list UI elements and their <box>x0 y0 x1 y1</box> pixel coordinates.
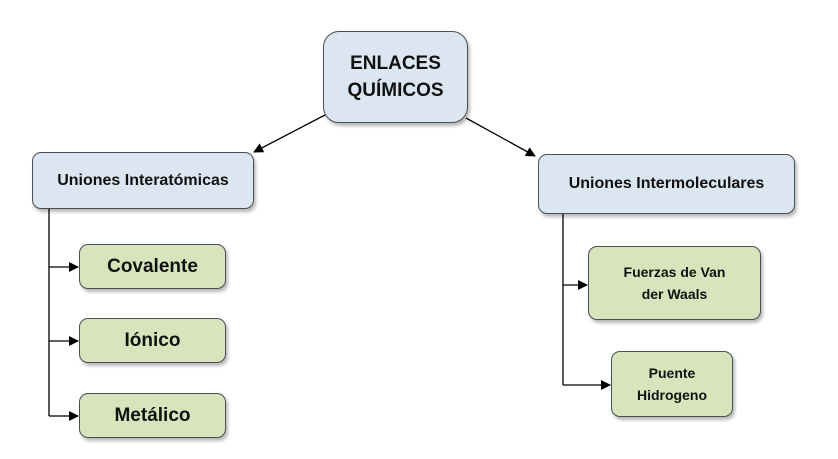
node-fuerzas-van-der-waals: Fuerzas de Van der Waals <box>588 246 761 320</box>
root-node-enlaces-quimicos: ENLACES QUÍMICOS <box>323 31 468 123</box>
node-uniones-interatomicas: Uniones Interatómicas <box>32 152 254 209</box>
node-uniones-intermoleculares: Uniones Intermoleculares <box>538 154 795 214</box>
root-label-line2: QUÍMICOS <box>347 80 444 101</box>
vdw-label-line2: der Waals <box>641 286 708 302</box>
interatomic-label: Uniones Interatómicas <box>57 171 229 189</box>
arrow-root-to-intermolecular <box>465 117 536 157</box>
puente-label-line1: Puente <box>648 365 696 381</box>
node-puente-hidrogeno: Puente Hidrogeno <box>611 351 733 417</box>
puente-label-line2: Hidrogeno <box>637 387 707 403</box>
vdw-label-line1: Fuerzas de Van <box>623 264 726 280</box>
node-covalente: Covalente <box>79 244 226 289</box>
covalente-label: Covalente <box>107 255 198 277</box>
arrow-root-to-interatomic <box>253 114 326 153</box>
ionico-label: Iónico <box>124 329 181 351</box>
root-label-line1: ENLACES <box>350 53 441 74</box>
metalico-label: Metálico <box>114 404 191 426</box>
node-metalico: Metálico <box>79 393 226 438</box>
intermolecular-label: Uniones Intermoleculares <box>568 175 765 192</box>
node-ionico: Iónico <box>79 318 226 363</box>
